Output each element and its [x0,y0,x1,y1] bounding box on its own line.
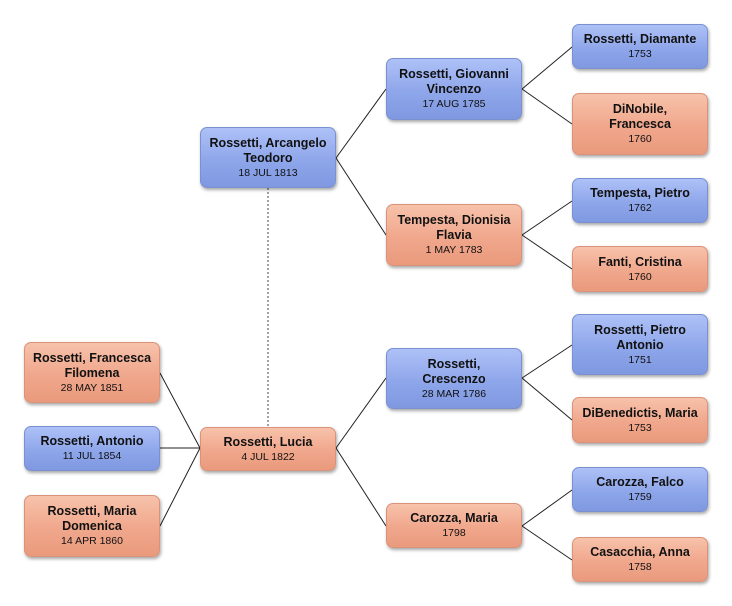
person-card-spouse-paternal-grandfather[interactable]: Rossetti, Diamante 1753 [572,24,708,69]
person-card-maternal-grandmother[interactable]: Casacchia, Anna 1758 [572,537,708,582]
connector-line [521,234,573,270]
person-name: DiNobile, Francesca [609,102,671,131]
person-card-mother[interactable]: Carozza, Maria 1798 [386,503,522,548]
person-name: Rossetti, Diamante [583,32,697,46]
person-name: Rossetti, Maria Domenica [47,504,137,533]
connector-line [159,447,201,527]
connector-line [521,377,573,421]
connector-line [521,344,573,379]
person-name: Rossetti, Giovanni Vincenzo [399,67,509,96]
person-card-child[interactable]: Rossetti, Francesca Filomena 28 MAY 1851 [24,342,160,403]
person-date: 1762 [628,202,652,214]
connector-line [521,88,573,125]
person-card-spouse-maternal-grandmother[interactable]: Fanti, Cristina 1760 [572,246,708,292]
person-card-paternal-grandmother[interactable]: DiBenedictis, Maria 1753 [572,397,708,443]
connector-line [521,200,573,236]
person-name: Carozza, Falco [596,475,684,489]
person-date: 1753 [628,48,652,60]
connector-line [335,157,387,236]
person-card-child[interactable]: Rossetti, Antonio 11 JUL 1854 [24,426,160,471]
person-name: Fanti, Cristina [598,254,682,269]
connector-line [521,525,573,561]
person-name: Casacchia, Anna [590,545,690,559]
connector-line [521,489,573,527]
person-date: 17 AUG 1785 [422,98,486,110]
person-card-maternal-grandfather[interactable]: Carozza, Falco 1759 [572,467,708,512]
person-date: 1 MAY 1783 [425,244,483,256]
person-card-child[interactable]: Rossetti, Maria Domenica 14 APR 1860 [24,495,160,557]
person-card-subject[interactable]: Rossetti, Lucia 4 JUL 1822 [200,427,336,471]
connector-line [335,447,387,527]
person-card-spouse-father[interactable]: Rossetti, Giovanni Vincenzo 17 AUG 1785 [386,58,522,120]
person-name: DiBenedictis, Maria [582,405,698,420]
person-card-spouse[interactable]: Rossetti, Arcangelo Teodoro 18 JUL 1813 [200,127,336,188]
person-date: 1759 [628,491,652,503]
person-date: 14 APR 1860 [61,535,123,547]
person-card-paternal-grandfather[interactable]: Rossetti, Pietro Antonio 1751 [572,314,708,375]
person-date: 1758 [628,561,652,573]
person-card-spouse-paternal-grandmother[interactable]: DiNobile, Francesca 1760 [572,93,708,155]
connector-line [521,46,573,90]
connector-line [335,377,387,449]
person-date: 1753 [628,421,652,434]
person-date: 1760 [628,270,652,283]
person-date: 1751 [628,353,652,366]
person-date: 18 JUL 1813 [238,166,298,179]
person-date: 11 JUL 1854 [62,450,122,462]
person-date: 1798 [442,527,466,539]
person-card-father[interactable]: Rossetti, Crescenzo 28 MAR 1786 [386,348,522,409]
person-card-spouse-mother[interactable]: Tempesta, Dionisia Flavia 1 MAY 1783 [386,204,522,266]
connector-line [335,88,387,159]
person-name: Rossetti, Antonio [40,434,144,448]
person-date: 4 JUL 1822 [241,450,295,463]
person-name: Tempesta, Pietro [590,186,690,200]
connector-line [159,372,201,449]
person-name: Rossetti, Lucia [223,434,313,449]
person-name: Rossetti, Francesca Filomena [32,350,152,380]
person-date: 28 MAY 1851 [60,381,124,394]
person-name: Rossetti, Arcangelo Teodoro [209,135,327,165]
person-name: Tempesta, Dionisia Flavia [397,213,511,242]
person-card-spouse-maternal-grandfather[interactable]: Tempesta, Pietro 1762 [572,178,708,223]
person-name: Rossetti, Crescenzo [422,356,486,386]
person-date: 1760 [628,133,652,145]
person-date: 28 MAR 1786 [421,387,487,400]
person-name: Carozza, Maria [410,511,498,525]
person-name: Rossetti, Pietro Antonio [594,322,686,352]
